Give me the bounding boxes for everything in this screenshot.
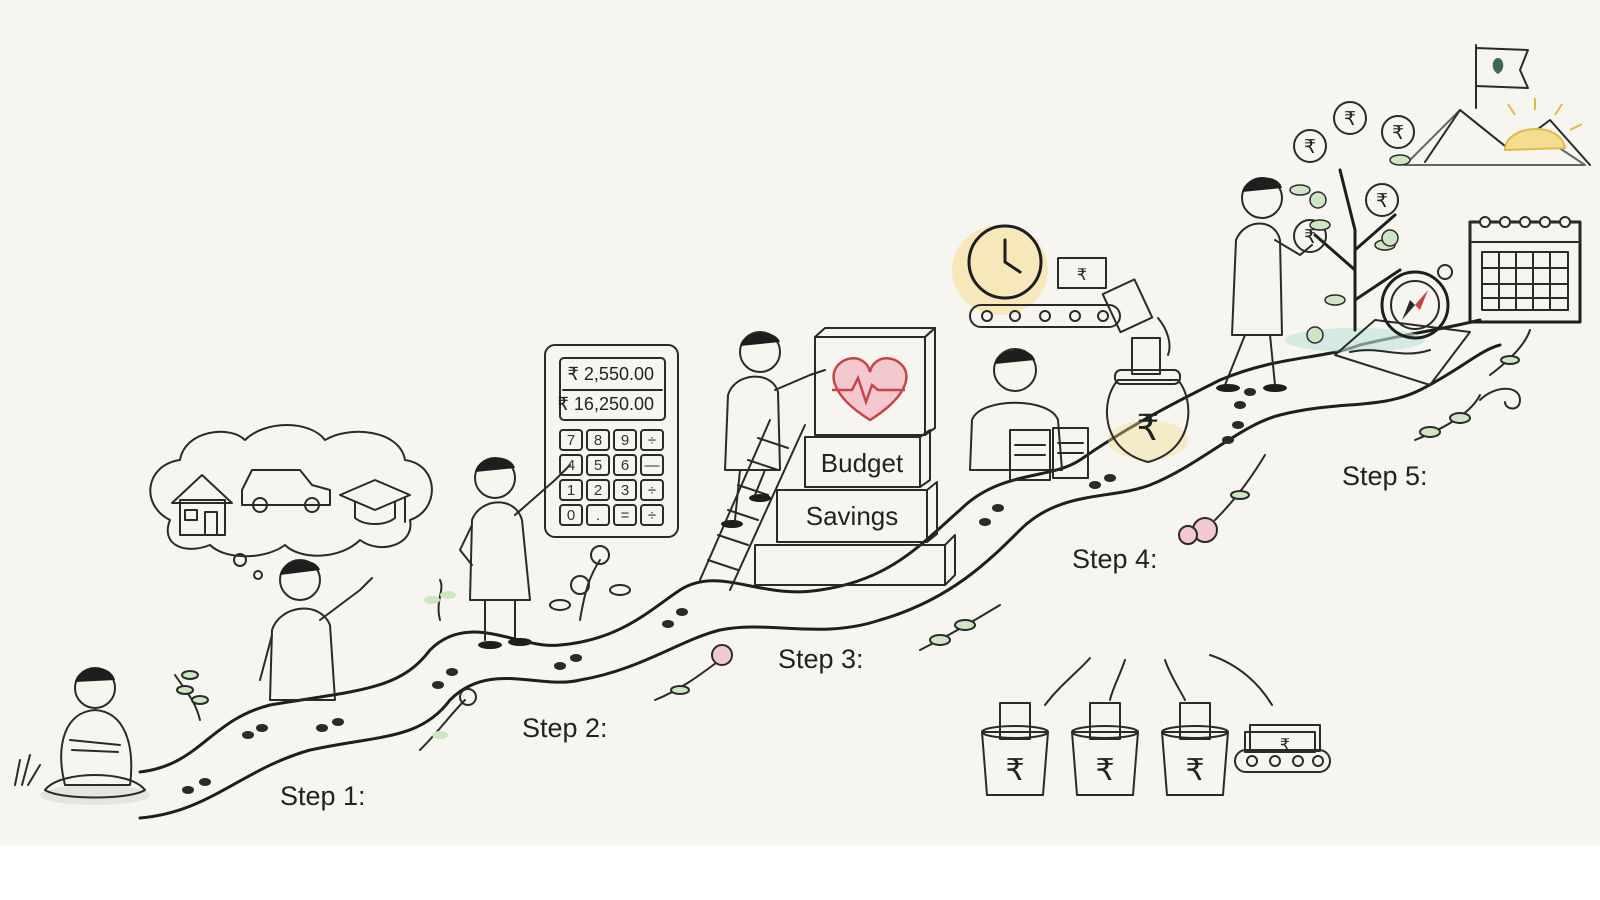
calculator-key xyxy=(559,454,583,476)
calculator-display-line-1: ₹ 2,550.00 xyxy=(567,364,654,384)
calculator-icon: ₹ 2,550.00 ₹ 16,250.00 7 8 9 ÷ 4 5 6 — 1 2 3 ÷ 0. = ÷ xyxy=(544,344,679,538)
calculator-key-label: = xyxy=(621,507,630,524)
calculator-key xyxy=(613,479,637,501)
money-buckets: ₹ ₹ ₹ ₹ xyxy=(981,654,1331,796)
calculator-key-label: 9 xyxy=(621,432,629,449)
calendar-icon xyxy=(1468,216,1582,324)
bucket-currency: ₹ xyxy=(1185,753,1204,788)
calculator-key-label: 1 xyxy=(567,482,575,499)
tree-coin-currency: ₹ xyxy=(1304,226,1316,248)
calculator-key xyxy=(640,429,664,451)
calculator-key xyxy=(640,504,664,526)
tree-coin-currency: ₹ xyxy=(1344,108,1356,130)
calculator-key xyxy=(559,479,583,501)
conveyor-cash: ₹ xyxy=(1234,724,1331,773)
savings-label: Savings xyxy=(806,501,899,531)
calculator-key xyxy=(586,504,610,526)
tree-coin xyxy=(1381,115,1415,149)
heart-pulse-icon xyxy=(832,357,908,422)
ladder-person xyxy=(721,331,826,528)
tree-coin xyxy=(1365,183,1399,217)
calculator-key-label: ÷ xyxy=(648,482,656,499)
tree-coin-currency: ₹ xyxy=(1392,122,1404,144)
bottom-margin xyxy=(0,845,1600,900)
tree-coin-currency: ₹ xyxy=(1304,136,1316,158)
bucket-currency: ₹ xyxy=(1095,753,1114,788)
calculator-key-label: 3 xyxy=(621,482,629,499)
calculator-key-label: . xyxy=(596,507,600,524)
winding-path xyxy=(138,318,1502,820)
clock-conveyor: ₹ xyxy=(952,224,1171,356)
calculator-person xyxy=(459,457,571,649)
mountain-flag xyxy=(1404,44,1591,166)
calculator-key-label: 8 xyxy=(594,432,602,449)
step-1-label: Step 1: xyxy=(280,781,366,811)
bucket-icon: ₹ xyxy=(981,702,1049,796)
pot-currency: ₹ xyxy=(1137,408,1160,449)
calculator-key-label: 5 xyxy=(594,457,602,474)
calculator-key xyxy=(613,429,637,451)
money-pot-icon: ₹ xyxy=(1106,337,1190,463)
step-3-label: Step 3: xyxy=(778,644,864,674)
calculator-key-label: ÷ xyxy=(648,432,656,449)
certificate-person xyxy=(969,348,1089,481)
tree-coin-currency: ₹ xyxy=(1376,190,1388,212)
calculator-display-line-2: ₹ 16,250.00 xyxy=(557,394,654,414)
calculator-key-label: — xyxy=(645,457,660,474)
calculator-key xyxy=(586,454,610,476)
footprints xyxy=(182,388,1256,794)
calculator-key-label: ÷ xyxy=(648,507,656,524)
calculator-key-label: 2 xyxy=(594,482,602,499)
calculator-key-label: 4 xyxy=(567,457,575,474)
budget-label: Budget xyxy=(821,448,904,478)
calculator-keypad: 7 8 9 ÷ 4 5 6 — 1 2 3 ÷ 0. = ÷ xyxy=(559,429,664,526)
pointing-person xyxy=(259,559,373,701)
thought-bubble xyxy=(149,424,433,580)
step-2-label: Step 2: xyxy=(522,713,608,743)
calculator-key xyxy=(586,429,610,451)
car-icon xyxy=(241,469,331,513)
calculator-key-label: 6 xyxy=(621,457,629,474)
step-5-label: Step 5: xyxy=(1342,461,1428,491)
graduation-cap-icon xyxy=(339,479,411,525)
stacked-blocks: Savings Budget xyxy=(754,327,956,586)
compass-icon xyxy=(1380,264,1453,340)
tree-person xyxy=(1216,177,1313,392)
money-tree-icon: ₹ ₹ ₹ ₹ ₹ xyxy=(1285,101,1425,352)
calculator-key xyxy=(559,504,583,526)
leaf-sprig-3 xyxy=(654,604,1001,701)
tree-coin xyxy=(1293,219,1327,253)
calculator-key xyxy=(640,479,664,501)
map-compass xyxy=(1334,264,1471,386)
calculator-key xyxy=(640,454,664,476)
clock-icon xyxy=(967,224,1043,300)
ladder xyxy=(699,419,806,591)
bucket-icon: ₹ xyxy=(1071,702,1139,796)
sun-icon xyxy=(1503,98,1583,152)
calculator-key xyxy=(613,504,637,526)
tree-coin xyxy=(1293,129,1327,163)
calculator-key xyxy=(559,429,583,451)
grass-left xyxy=(14,754,41,786)
tree-coin xyxy=(1333,101,1367,135)
bucket-currency: ₹ xyxy=(1005,753,1024,788)
calculator-key xyxy=(586,479,610,501)
calculator-key xyxy=(613,454,637,476)
cash-stack-currency: ₹ xyxy=(1280,735,1290,754)
banknote-currency: ₹ xyxy=(1077,265,1087,284)
flowers-step2 xyxy=(419,545,631,751)
step-4-label: Step 4: xyxy=(1072,544,1158,574)
leaf-sprig-1 xyxy=(174,670,209,721)
sitting-person xyxy=(40,667,150,805)
swirl-plants xyxy=(1414,329,1531,441)
step-labels: Step 1: Step 2: Step 3: Step 4: Step 5: xyxy=(280,461,1428,811)
flag-icon xyxy=(1475,44,1529,109)
flower-step4 xyxy=(1178,454,1266,545)
calculator-key-label: 0 xyxy=(567,507,575,524)
bucket-icon: ₹ xyxy=(1161,702,1229,796)
calculator-key-label: 7 xyxy=(567,432,575,449)
house-icon xyxy=(171,474,233,536)
